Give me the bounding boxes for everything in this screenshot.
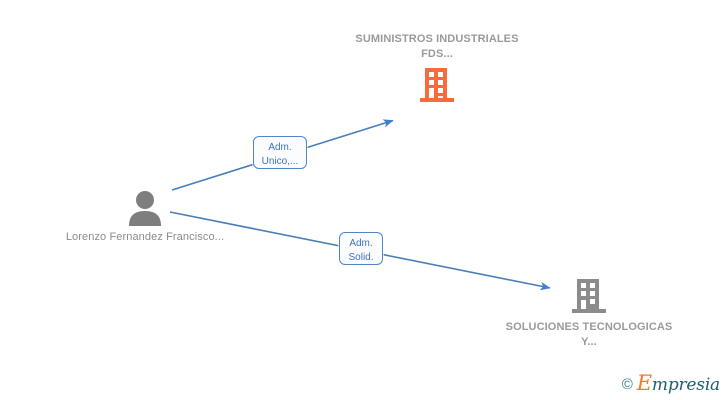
brand-initial: E <box>636 371 652 395</box>
building-icon[interactable] <box>504 278 674 314</box>
node-company-suministros-industriales[interactable]: SUMINISTROS INDUSTRIALES FDS... <box>352 28 522 103</box>
node-person-label-line-2: Fernandez <box>109 231 163 243</box>
node-company-soluciones-tecnologicas[interactable]: SOLUCIONES TECNOLOGICAS Y... <box>504 278 674 350</box>
node-person-label-line-3: Francisco... <box>166 231 225 243</box>
watermark-empresia: © Empresia <box>621 373 720 395</box>
node-company-2-label-line-2: TECNOLOGICAS <box>582 321 673 333</box>
edge-label-2-line-2: Solid. <box>348 252 374 263</box>
edge-label-2-line-1: Adm. <box>349 238 373 249</box>
edge-label-1-line-1: Adm. <box>268 142 292 153</box>
node-company-1-label-line-3: FDS... <box>421 48 453 60</box>
person-icon[interactable] <box>60 190 230 226</box>
edge-label-adm-unico[interactable]: Adm. Unico,... <box>253 136 307 169</box>
node-company-1-label-line-2: INDUSTRIALES <box>436 33 519 45</box>
edge-label-1-line-2: Unico,... <box>261 156 299 167</box>
copyright-icon: © <box>621 376 633 393</box>
brand-name: Empresia <box>637 373 720 395</box>
edge-label-adm-solid[interactable]: Adm. Solid. <box>339 232 383 265</box>
building-icon[interactable] <box>352 67 522 103</box>
node-person-label-line-1: Lorenzo <box>65 231 107 243</box>
node-company-1-label-line-1: SUMINISTROS <box>355 33 433 45</box>
node-company-2-label-line-3: Y... <box>581 336 597 348</box>
brand-rest: mpresia <box>651 375 720 395</box>
node-company-2-label: SOLUCIONES TECNOLOGICAS Y... <box>504 320 674 350</box>
node-person-lorenzo-fernandez[interactable]: Lorenzo Fernandez Francisco... <box>60 190 230 245</box>
node-person-label: Lorenzo Fernandez Francisco... <box>60 230 230 245</box>
node-company-2-label-line-1: SOLUCIONES <box>505 321 580 333</box>
node-company-1-label: SUMINISTROS INDUSTRIALES FDS... <box>352 32 522 62</box>
